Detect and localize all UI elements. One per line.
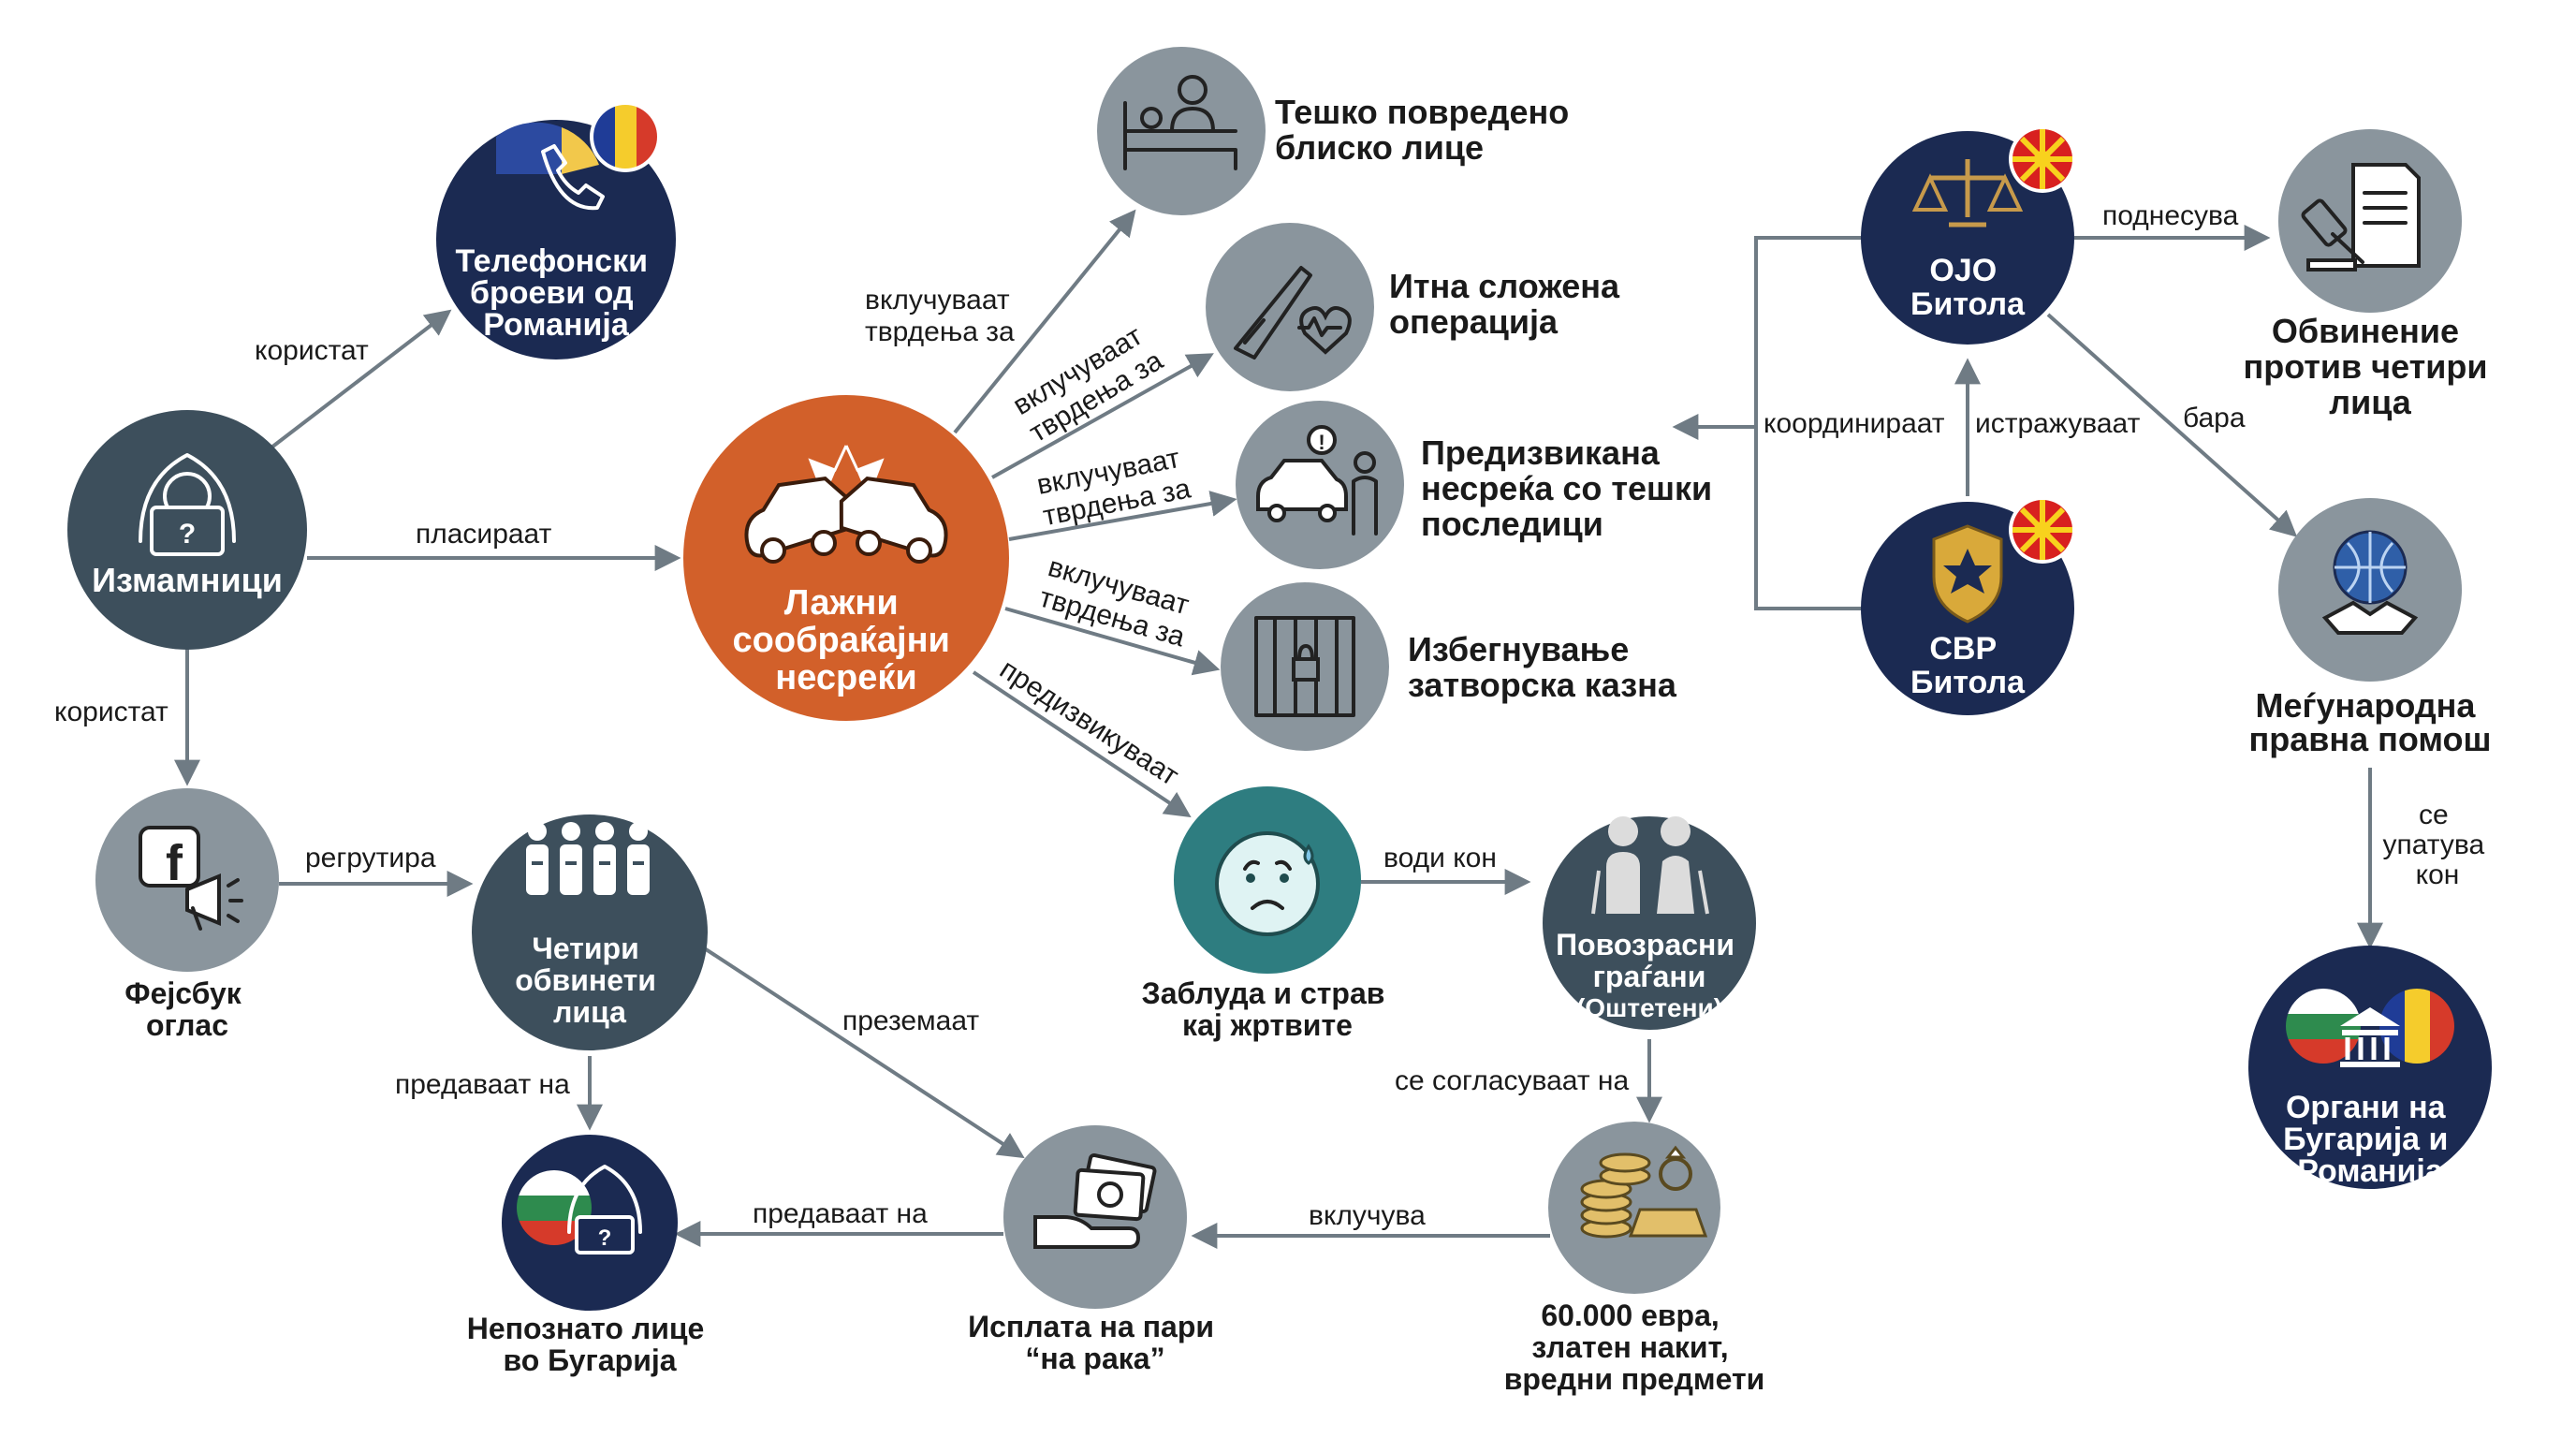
node-svr: СВР Битола: [1861, 496, 2076, 715]
edge-label-claim-4: вклучуваат тврдења за: [1036, 551, 1200, 653]
edge-label-provoke: предизвикуваат: [994, 653, 1184, 792]
urgent-surgery-label: Итна сложена операција: [1389, 267, 1629, 341]
elderly-label: Повозрасни граѓани: [1556, 928, 1743, 993]
edge-label-request: бара: [2183, 403, 2246, 433]
romania-flag-badge: [590, 101, 661, 172]
node-legal-help: Меѓународна правна помош: [2248, 498, 2492, 758]
edge-label-take-over: преземаат: [842, 1005, 979, 1036]
svg-text:?: ?: [598, 1225, 612, 1251]
prisoners-icon: [526, 822, 650, 895]
svg-text:!: !: [1318, 431, 1325, 454]
car-crash-icon: [744, 445, 948, 564]
edge-provoke: [972, 670, 1192, 818]
edge-use-phone: [270, 309, 452, 449]
elderly-sub-label: (Оштетени): [1576, 993, 1722, 1022]
romania-flag-badge: [2379, 989, 2454, 1064]
svg-text:f: f: [166, 835, 183, 891]
node-caused-accident: ! Предизвикана несреќа со тешки последиц…: [1236, 401, 1721, 569]
node-valuables: 60.000 евра, златен накит, вредни предме…: [1504, 1122, 1765, 1396]
node-fb-ad: f Фејсбук оглас: [95, 788, 279, 1042]
node-four-accused: Четири обвинети лица: [472, 814, 708, 1050]
accident-police-icon: !: [1256, 425, 1378, 536]
node-ojo: ОЈО Битола: [1861, 125, 2076, 345]
edge-label-use-2: користат: [54, 697, 168, 727]
node-fake-accidents: Лажни сообраќајни несреќи: [683, 395, 1009, 721]
elderly-couple-icon: [1591, 816, 1709, 915]
ojo-label: ОЈО Битола: [1910, 253, 2026, 322]
edge-label-recruit: регрутира: [305, 843, 436, 873]
edge-coordinate-bracket: [1754, 236, 1866, 610]
edges: [174, 209, 2383, 1249]
node-unknown-bg: ? Непознато лице во Бугарија: [467, 1135, 712, 1377]
edge-label-agree: се согласуваат на: [1395, 1065, 1629, 1096]
scalpel-icon: [1234, 266, 1352, 360]
macedonia-flag-badge: [2009, 496, 2076, 564]
legal-help-label: Меѓународна правна помош: [2248, 686, 2491, 758]
node-phone-numbers: Телефонски броеви од Романија: [436, 101, 676, 360]
jail-icon: [1254, 616, 1355, 717]
edge-label-file: поднесува: [2102, 200, 2239, 231]
node-indictment: Обвинение против четири лица: [2243, 129, 2496, 421]
facebook-megaphone-icon: f: [139, 826, 243, 931]
node-cash-payment: Исплата на пари “на рака”: [968, 1125, 1222, 1375]
cash-hand-icon: [1033, 1152, 1157, 1249]
phone-icon: [496, 122, 605, 211]
edge-claim-1: [953, 209, 1136, 434]
edge-label-lead-to: води кон: [1383, 843, 1497, 873]
node-injured-relative: Тешко повредено блиско лице: [1097, 47, 1578, 215]
cash-payment-label: Исплата на пари “на рака”: [968, 1310, 1222, 1375]
edge-claim-3: [1008, 491, 1237, 541]
node-fear: Заблуда и страв кај жртвите: [1142, 786, 1394, 1042]
node-avoid-prison: Избегнување затворска казна: [1221, 582, 1677, 751]
valuables-label: 60.000 евра, златен накит, вредни предме…: [1504, 1299, 1765, 1396]
node-urgent-surgery: Итна сложена операција: [1206, 223, 1629, 391]
macedonia-flag-badge: [2009, 125, 2076, 193]
fear-label: Заблуда и страв кај жртвите: [1142, 976, 1394, 1042]
gold-coins-icon: [1580, 1145, 1708, 1239]
edge-claim-4: [1004, 607, 1221, 676]
edge-label-hand-over-1: предаваат на: [395, 1069, 570, 1100]
edge-label-claim-1: вклучуваат тврдења за: [865, 285, 1017, 347]
node-authorities: Органи на Бугарија и Романија: [2248, 946, 2492, 1189]
phone-numbers-label: Телефонски броеви од Романија: [456, 243, 657, 343]
four-accused-label: Четири обвинети лица: [515, 932, 665, 1029]
avoid-prison-label: Избегнување затворска казна: [1408, 630, 1677, 704]
edge-request: [2046, 313, 2298, 537]
hospital-bed-icon: [1123, 75, 1237, 170]
fake-accidents-label: Лажни сообраќајни несреќи: [733, 583, 960, 697]
indictment-label: Обвинение против четири лица: [2243, 312, 2496, 421]
unknown-bg-label: Непознато лице во Бугарија: [467, 1312, 712, 1377]
edge-take-over: [698, 944, 1025, 1159]
fb-ad-label: Фејсбук оглас: [124, 976, 249, 1042]
government-building-icon: [2340, 1007, 2400, 1067]
edge-label-place: пласираат: [416, 519, 552, 550]
scales-icon: [1911, 159, 2024, 227]
hacker-icon: ?: [139, 453, 236, 556]
scammers-label: Измамници: [92, 561, 283, 599]
edge-label-hand-over-2: предаваат на: [753, 1198, 928, 1229]
edge-label-investigate: истражуваат: [1975, 408, 2141, 439]
edge-label-claim-3: вклучуваат тврдења за: [1034, 441, 1196, 532]
globe-handshake-icon: [2321, 530, 2419, 635]
edge-claim-2: [991, 353, 1214, 479]
edge-label-include: вклучува: [1309, 1200, 1426, 1231]
edge-label-coordinate: координираат: [1764, 408, 1945, 439]
gavel-document-icon: [2301, 163, 2421, 271]
svg-text:?: ?: [179, 519, 196, 550]
node-scammers: ? Измамници: [67, 410, 307, 650]
hacker-icon: ?: [567, 1165, 642, 1255]
svr-label: СВР Битола: [1910, 631, 2026, 700]
edge-label-use-1: користат: [255, 335, 369, 366]
anxious-face-icon: [1215, 831, 1320, 936]
injured-relative-label: Тешко повредено блиско лице: [1275, 93, 1578, 167]
node-elderly: Повозрасни граѓани (Оштетени): [1543, 816, 1756, 1030]
edge-label-refer: се упатува кон: [2383, 800, 2493, 890]
caused-accident-label: Предизвикана несреќа со тешки последици: [1421, 433, 1721, 543]
police-badge-icon: [1932, 524, 2003, 624]
authorities-label: Органи на Бугарија и Романија: [2283, 1090, 2457, 1189]
